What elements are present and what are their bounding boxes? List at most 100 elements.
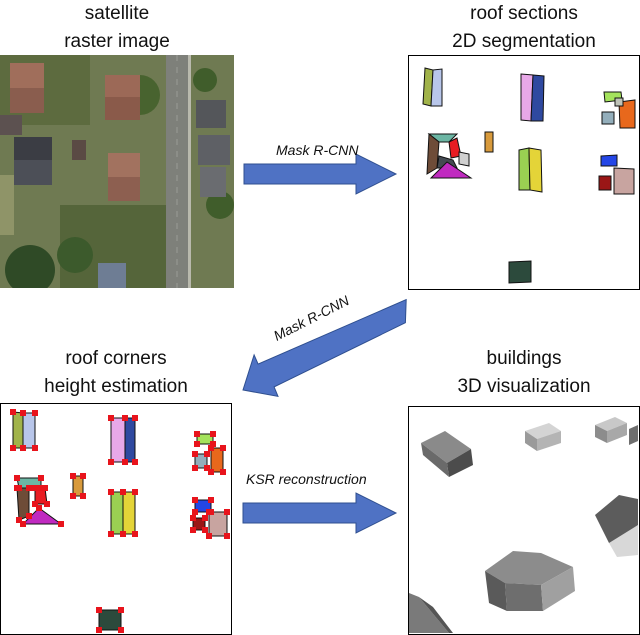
roof-section — [528, 147, 543, 193]
corner-marker — [42, 485, 48, 491]
arrow-label-mask-rcnn-2: Mask R-CNN — [270, 292, 352, 344]
roof-section — [613, 167, 635, 195]
satellite-title-line2: raster image — [64, 31, 170, 52]
buildings-panel — [408, 406, 640, 635]
roof-section — [484, 131, 494, 153]
buildings-title-line1: buildings — [486, 348, 562, 369]
roof-section — [429, 161, 473, 179]
corner-marker — [194, 431, 200, 437]
segmentation-panel — [408, 55, 640, 290]
corner-marker — [194, 441, 200, 447]
corner-marker — [190, 527, 196, 533]
roof-section — [530, 74, 545, 122]
roof-section — [124, 417, 136, 463]
corner-marker — [132, 531, 138, 537]
corner-marker — [108, 489, 114, 495]
corner-marker — [108, 459, 114, 465]
corner-marker — [118, 607, 124, 613]
arrow-satellite-to-segmentation — [243, 153, 398, 195]
corner-marker — [132, 489, 138, 495]
arrow-corners-to-buildings — [242, 492, 398, 534]
roof-section — [601, 111, 615, 125]
roof-section — [598, 175, 612, 191]
arrow-label-mask-rcnn-1: Mask R-CNN — [276, 142, 359, 158]
corner-marker — [32, 410, 38, 416]
corner-marker — [118, 627, 124, 633]
satellite-title-line1: satellite — [84, 3, 150, 24]
corner-marker — [14, 475, 20, 481]
roof-section — [98, 609, 122, 631]
corner-marker — [132, 415, 138, 421]
corner-marker — [96, 607, 102, 613]
corners-title: roof corners height estimation — [0, 345, 232, 401]
corner-marker — [192, 451, 198, 457]
corners-panel — [0, 403, 232, 635]
segmentation-title-line2: 2D segmentation — [452, 31, 596, 52]
corner-marker — [192, 497, 198, 503]
corner-marker — [20, 445, 26, 451]
corner-marker — [202, 515, 208, 521]
corner-marker — [208, 497, 214, 503]
corners-title-line1: roof corners — [65, 348, 167, 369]
corner-marker — [220, 469, 226, 475]
corner-marker — [44, 501, 50, 507]
building-3d — [525, 423, 561, 451]
corner-marker — [14, 485, 20, 491]
corner-marker — [70, 493, 76, 499]
corner-marker — [192, 465, 198, 471]
corner-marker — [122, 415, 128, 421]
building-3d — [595, 495, 638, 557]
corner-marker — [20, 410, 26, 416]
building-3d — [595, 417, 638, 445]
corner-marker — [190, 515, 196, 521]
corners-title-line2: height estimation — [44, 376, 188, 397]
roof-section — [614, 97, 624, 107]
corner-marker — [108, 415, 114, 421]
corner-marker — [38, 475, 44, 481]
corner-marker — [96, 627, 102, 633]
roof-section — [110, 491, 124, 535]
roof-section — [12, 411, 24, 449]
corner-marker — [220, 445, 226, 451]
building-3d — [485, 551, 575, 611]
corner-marker — [32, 501, 38, 507]
corner-marker — [210, 441, 216, 447]
corner-markers — [10, 409, 230, 633]
corner-marker — [122, 459, 128, 465]
roof-section — [110, 417, 126, 463]
corner-marker — [16, 517, 22, 523]
corner-marker — [32, 445, 38, 451]
roof-section — [508, 260, 532, 284]
buildings-title: buildings 3D visualization — [408, 345, 640, 401]
corner-marker — [80, 473, 86, 479]
arrow-label-ksr-reconstruction: KSR reconstruction — [246, 471, 367, 487]
corner-marker — [36, 505, 42, 511]
corner-marker — [10, 409, 16, 415]
roof-section — [518, 147, 531, 191]
corner-marker — [208, 469, 214, 475]
corner-marker — [120, 489, 126, 495]
corner-marker — [208, 445, 214, 451]
roof-section — [208, 511, 228, 537]
corner-marker — [80, 493, 86, 499]
roof-section — [22, 412, 36, 449]
corner-marker — [32, 485, 38, 491]
roof-section — [122, 491, 136, 535]
building-3d — [409, 593, 453, 633]
corner-marker — [204, 451, 210, 457]
corners-canvas — [10, 409, 230, 633]
buildings-title-line2: 3D visualization — [457, 376, 591, 397]
corner-marker — [210, 431, 216, 437]
building-3d — [421, 431, 473, 477]
satellite-image — [0, 55, 234, 288]
segmentation-title: roof sections 2D segmentation — [408, 0, 640, 56]
corner-marker — [206, 509, 212, 515]
satellite-title: satellite raster image — [0, 0, 234, 56]
buildings-canvas — [409, 417, 638, 633]
roof-section — [430, 68, 443, 107]
corner-marker — [70, 473, 76, 479]
corner-marker — [192, 509, 198, 515]
corner-marker — [224, 533, 230, 539]
segmentation-title-line1: roof sections — [470, 3, 578, 24]
corner-marker — [204, 465, 210, 471]
